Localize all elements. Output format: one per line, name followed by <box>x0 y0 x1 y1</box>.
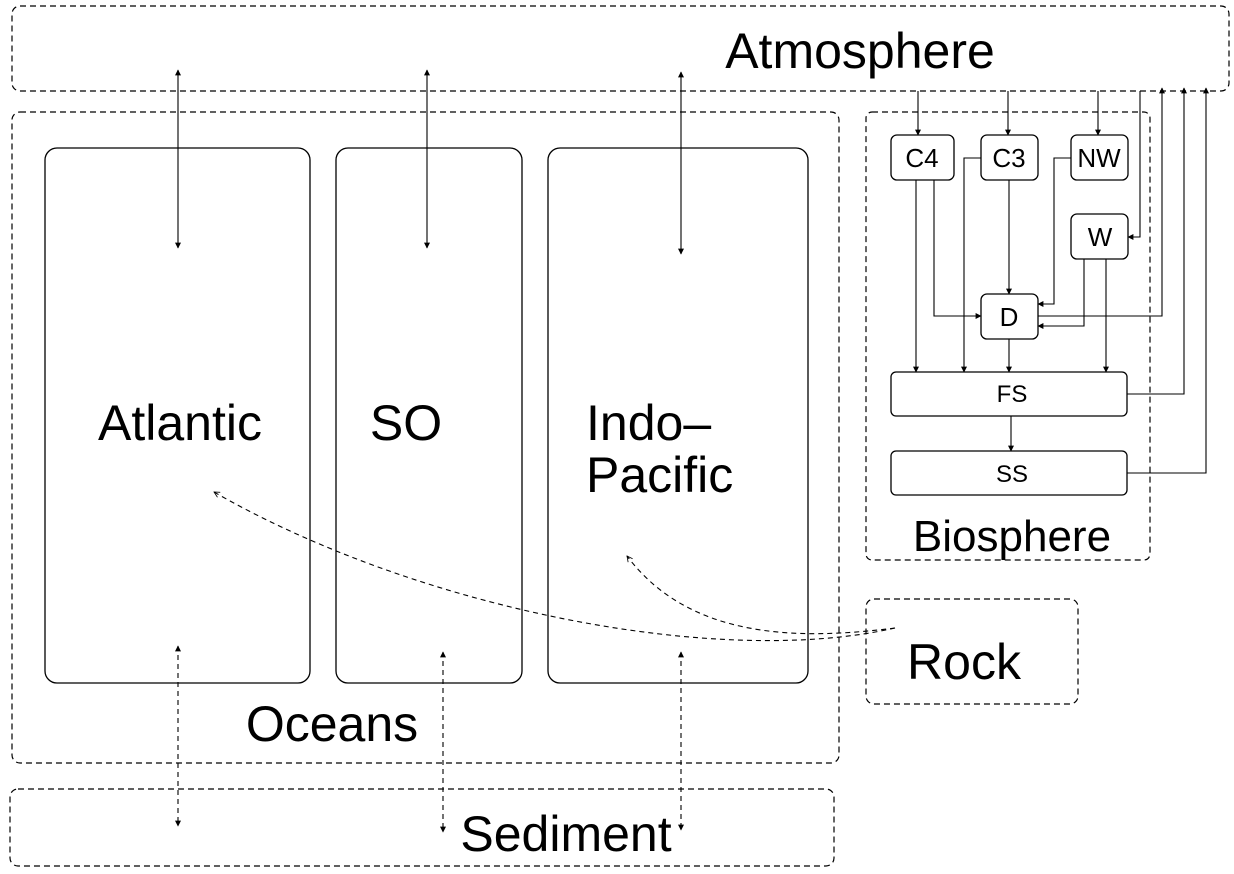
flux-fs-atmosphere <box>1127 87 1187 395</box>
flux-w-d <box>1037 259 1085 329</box>
pool-c3-label: C3 <box>992 143 1025 173</box>
atmosphere-label: Atmosphere <box>725 23 995 79</box>
pool-nw-label: NW <box>1077 143 1121 173</box>
so-label: SO <box>370 395 442 451</box>
pool-c4: C4 <box>890 134 955 181</box>
pool-nw: NW <box>1070 134 1129 181</box>
pool-c3: C3 <box>980 134 1039 181</box>
pool-d: D <box>980 293 1039 340</box>
atmosphere-box <box>11 5 1230 92</box>
pool-c4-label: C4 <box>905 143 938 173</box>
flux-c3-fs <box>961 157 981 373</box>
pool-fs-label: FS <box>997 381 1028 408</box>
flux-nw-d <box>1037 157 1071 307</box>
pool-ss: SS <box>890 450 1128 496</box>
pool-w: W <box>1070 213 1129 260</box>
pool-c4-box <box>890 134 955 181</box>
oceans-label: Oceans <box>246 696 418 752</box>
flux-ss-atmosphere <box>1127 87 1209 474</box>
sediment-box <box>9 788 835 867</box>
biosphere-label: Biosphere <box>913 512 1111 561</box>
pool-d-label: D <box>1000 302 1019 332</box>
flux-c4-d <box>933 180 982 319</box>
flux-d-atmosphere <box>1038 87 1165 317</box>
sediment-label: Sediment <box>460 806 671 862</box>
indo-pacific-label-line1: Indo– <box>586 395 711 451</box>
pool-ss-label: SS <box>996 461 1028 488</box>
flux-atmosphere-w <box>1127 91 1141 240</box>
flux-rock-indo-pacific <box>627 556 896 635</box>
rock-box <box>865 598 1079 705</box>
flux-rock-atlantic <box>214 491 896 642</box>
atlantic-label: Atlantic <box>98 395 262 451</box>
pool-fs: FS <box>890 371 1128 417</box>
rock-label: Rock <box>907 634 1022 690</box>
indo-pacific-label-line2: Pacific <box>586 447 733 503</box>
pool-w-label: W <box>1088 222 1113 252</box>
